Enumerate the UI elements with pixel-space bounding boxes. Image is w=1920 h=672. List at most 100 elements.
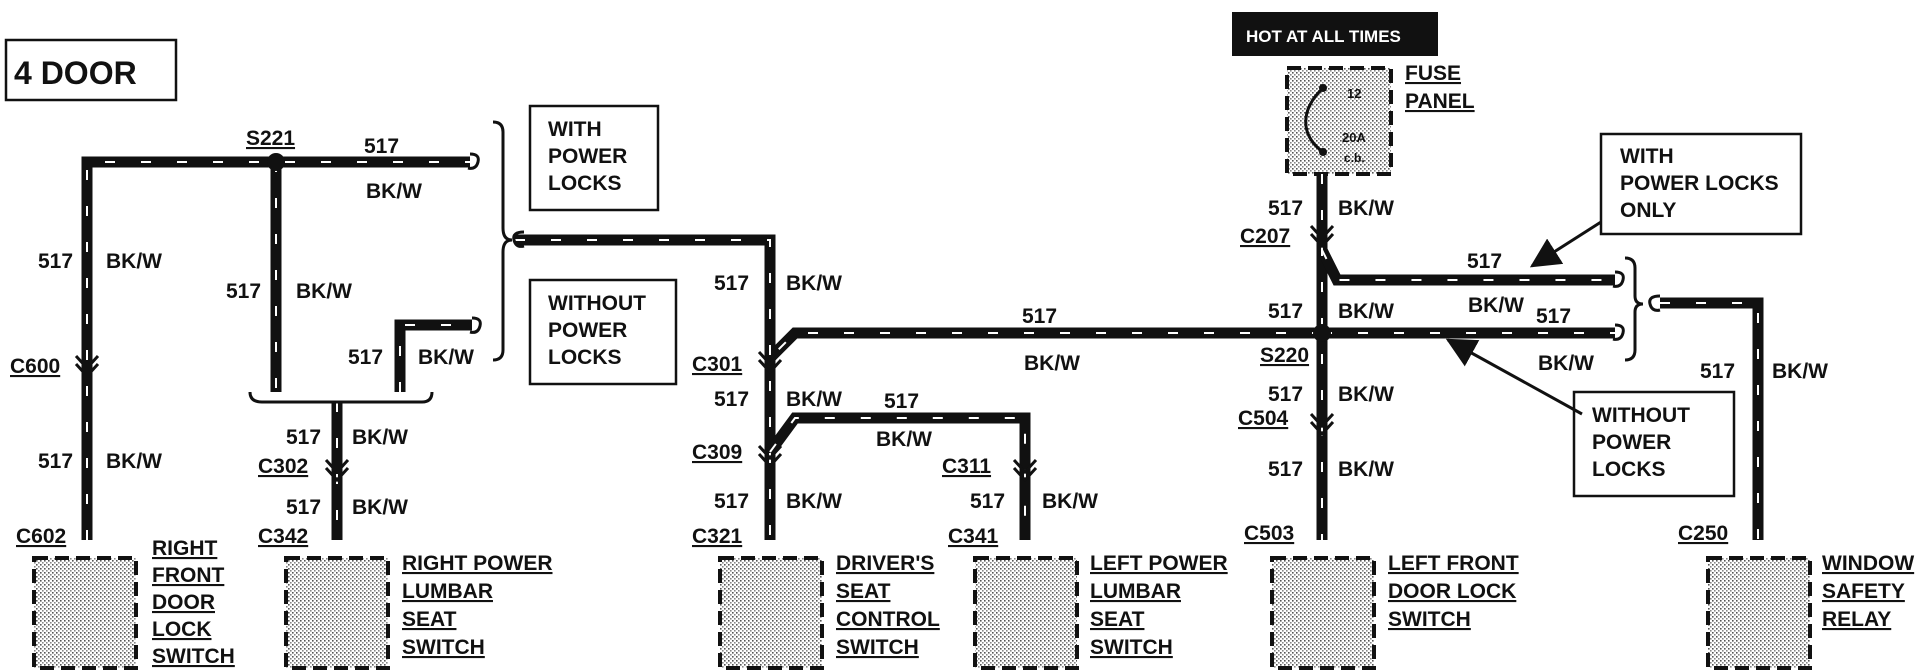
svg-text:LOCKS: LOCKS [1592, 458, 1666, 481]
circuit-breaker-symbol [1304, 86, 1325, 154]
svg-text:WITH: WITH [548, 118, 602, 141]
circuit-517-18: 517 [1467, 250, 1502, 273]
connector-c503: C503 [1244, 522, 1294, 545]
wire-color-4: BK/W [418, 346, 474, 369]
wire-color-15: BK/W [1338, 300, 1394, 323]
wire-color-6: BK/W [352, 426, 408, 449]
svg-text:FRONT: FRONT [152, 564, 224, 587]
note-with-power-locks-only: WITH POWER LOCKS ONLY [1599, 132, 1803, 236]
svg-text:LUMBAR: LUMBAR [1090, 580, 1181, 603]
circuit-517-1: 517 [364, 135, 399, 158]
circuit-labels: 517 517 517 517 517 517 517 517 517 517 … [38, 135, 1735, 519]
wire-color-18: BK/W [1468, 294, 1524, 317]
svg-text:POWER: POWER [548, 319, 627, 342]
connector-c600: C600 [10, 355, 60, 378]
wire-color-3: BK/W [296, 280, 352, 303]
svg-text:RIGHT POWER: RIGHT POWER [402, 552, 553, 575]
fuse-panel-label-2: PANEL [1405, 90, 1475, 113]
wire-color-8: BK/W [786, 272, 842, 295]
svg-text:WITHOUT: WITHOUT [548, 292, 646, 315]
connector-labels: C600 C602 C302 C342 C301 C309 C321 C311 … [10, 225, 1728, 548]
svg-text:LOCKS: LOCKS [548, 172, 622, 195]
option-brackets [248, 120, 1661, 404]
circuit-517-20: 517 [1700, 360, 1735, 383]
wire-color-20: BK/W [1772, 360, 1828, 383]
circuit-517-7: 517 [286, 496, 321, 519]
circuit-517-4: 517 [348, 346, 383, 369]
diagram-title: 4 DOOR [14, 55, 137, 91]
wire-517-s220-to-c301 [766, 327, 1322, 362]
wire-color-16: BK/W [1338, 383, 1394, 406]
hot-at-all-times-label: HOT AT ALL TIMES [1246, 27, 1401, 46]
connector-c207: C207 [1240, 225, 1290, 248]
svg-text:SWITCH: SWITCH [152, 645, 235, 668]
connector-c250: C250 [1678, 522, 1728, 545]
connector-c341: C341 [948, 525, 999, 548]
wire-517-right-front-door [81, 156, 470, 540]
connector-c342: C342 [258, 525, 308, 548]
wire-color-12: BK/W [1042, 490, 1098, 513]
fuse-number: 12 [1347, 86, 1361, 101]
wire-color-1: BK/W [366, 180, 422, 203]
wire-color-2: BK/W [106, 250, 162, 273]
hot-at-all-times-badge: HOT AT ALL TIMES [1232, 12, 1438, 56]
svg-text:LEFT POWER: LEFT POWER [1090, 552, 1228, 575]
connector-symbols [74, 224, 1335, 483]
svg-text:SWITCH: SWITCH [402, 636, 485, 659]
circuit-517-12: 517 [970, 490, 1005, 513]
component-right-front-door-lock-switch: RIGHT FRONT DOOR LOCK SWITCH [32, 537, 235, 670]
note-without-power-locks-left: WITHOUT POWER LOCKS [528, 278, 678, 386]
splice-s220-dot [1313, 324, 1331, 342]
component-window-safety-relay: WINDOW SAFETY RELAY [1706, 552, 1914, 670]
wire-color-13: BK/W [1024, 352, 1080, 375]
wire-color-labels: BK/W BK/W BK/W BK/W BK/W BK/W BK/W BK/W … [106, 180, 1828, 519]
circuit-517-16: 517 [1268, 383, 1303, 406]
wire-color-9: BK/W [786, 388, 842, 411]
connector-c309: C309 [692, 441, 742, 464]
svg-text:SEAT: SEAT [836, 580, 891, 603]
svg-text:LEFT FRONT: LEFT FRONT [1388, 552, 1519, 575]
connector-c311: C311 [942, 455, 991, 478]
circuit-517-13: 517 [1022, 305, 1057, 328]
svg-text:SAFETY: SAFETY [1822, 580, 1905, 603]
circuit-517-9: 517 [714, 388, 749, 411]
svg-text:POWER: POWER [548, 145, 627, 168]
arrow-with-power-locks-only [1529, 220, 1602, 268]
splices: S221 S220 [246, 127, 1331, 367]
splice-s221-label: S221 [246, 127, 295, 150]
circuit-517-3: 517 [226, 280, 261, 303]
component-right-power-lumbar-seat-switch: RIGHT POWER LUMBAR SEAT SWITCH [284, 552, 553, 670]
circuit-517-8: 517 [714, 272, 749, 295]
splice-s220-label: S220 [1260, 344, 1309, 367]
connector-c301: C301 [692, 353, 743, 376]
svg-text:DRIVER'S: DRIVER'S [836, 552, 934, 575]
splice-s221-dot [267, 153, 285, 171]
fuse-rating-type: c.b. [1344, 151, 1365, 165]
wire-color-19: BK/W [1538, 352, 1594, 375]
svg-text:LUMBAR: LUMBAR [402, 580, 493, 603]
circuit-517-19: 517 [1536, 305, 1571, 328]
svg-text:SWITCH: SWITCH [836, 636, 919, 659]
svg-text:POWER: POWER [1592, 431, 1671, 454]
circuit-517-17: 517 [1268, 458, 1303, 481]
svg-text:WINDOW: WINDOW [1822, 552, 1914, 575]
svg-text:CONTROL: CONTROL [836, 608, 940, 631]
wire-color-14: BK/W [1338, 197, 1394, 220]
wire-color-10: BK/W [786, 490, 842, 513]
circuit-517-2: 517 [38, 250, 73, 273]
svg-text:LOCK: LOCK [152, 618, 212, 641]
svg-text:SWITCH: SWITCH [1388, 608, 1471, 631]
connector-c504: C504 [1238, 407, 1289, 430]
svg-text:SWITCH: SWITCH [1090, 636, 1173, 659]
circuit-517-5: 517 [38, 450, 73, 473]
connector-c321: C321 [692, 525, 743, 548]
note-without-power-locks-right: WITHOUT POWER LOCKS [1572, 390, 1736, 498]
svg-text:SEAT: SEAT [402, 608, 457, 631]
circuit-517-14: 517 [1268, 197, 1303, 220]
connector-c602: C602 [16, 525, 66, 548]
fuse-panel-label: FUSE [1405, 62, 1461, 85]
svg-text:LOCKS: LOCKS [548, 346, 622, 369]
wire-color-17: BK/W [1338, 458, 1394, 481]
connector-c302: C302 [258, 455, 308, 478]
